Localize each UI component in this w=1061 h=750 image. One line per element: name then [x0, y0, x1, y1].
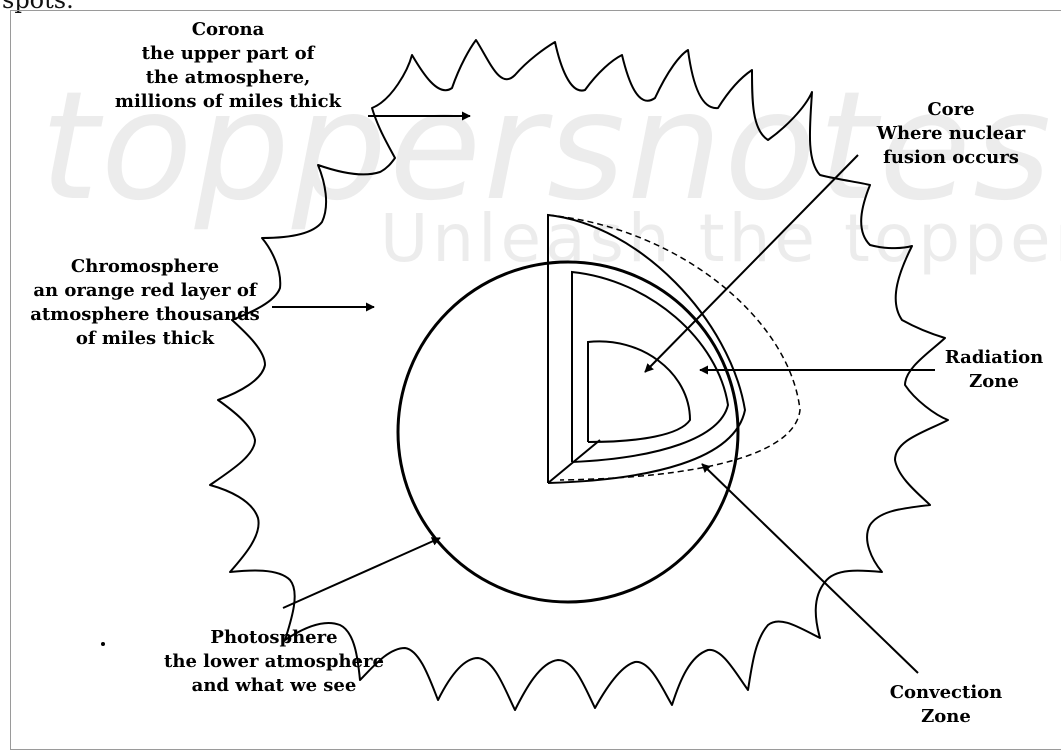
corona-desc-line-1: the upper part of — [78, 42, 378, 66]
core-arrow — [645, 155, 858, 372]
core-desc-line-2: fusion occurs — [855, 146, 1047, 170]
chromosphere-desc-line-1: an orange red layer of — [2, 279, 288, 303]
chromosphere-desc-line-3: of miles thick — [2, 327, 288, 351]
chromosphere-desc-line-2: atmosphere thousands — [2, 303, 288, 327]
radiation-zone-label: Radiation Zone — [930, 346, 1058, 394]
photosphere-label: Photosphere the lower atmosphere and wha… — [140, 626, 408, 698]
corona-desc-line-2: the atmosphere, — [78, 66, 378, 90]
core-title: Core — [855, 98, 1047, 122]
photosphere-circle — [398, 262, 738, 602]
core-desc-line-1: Where nuclear — [855, 122, 1047, 146]
stray-dot — [101, 642, 105, 646]
photosphere-desc-line-2: and what we see — [140, 674, 408, 698]
corona-title: Corona — [78, 18, 378, 42]
convection-zone-title-line-2: Zone — [862, 705, 1030, 729]
corona-label: Corona the upper part of the atmosphere,… — [78, 18, 378, 114]
core-label: Core Where nuclear fusion occurs — [855, 98, 1047, 170]
photosphere-title: Photosphere — [140, 626, 408, 650]
chromosphere-title: Chromosphere — [2, 255, 288, 279]
convection-zone-title: Convection — [862, 681, 1030, 705]
corona-desc-line-3: millions of miles thick — [78, 90, 378, 114]
convection-zone-label: Convection Zone — [862, 681, 1030, 729]
convection-zone-arrow — [702, 464, 918, 673]
photosphere-desc-line-1: the lower atmosphere — [140, 650, 408, 674]
radiation-zone-title: Radiation — [930, 346, 1058, 370]
chromosphere-label: Chromosphere an orange red layer of atmo… — [2, 255, 288, 351]
photosphere-arrow — [283, 538, 440, 608]
radiation-zone-title-line-2: Zone — [930, 370, 1058, 394]
